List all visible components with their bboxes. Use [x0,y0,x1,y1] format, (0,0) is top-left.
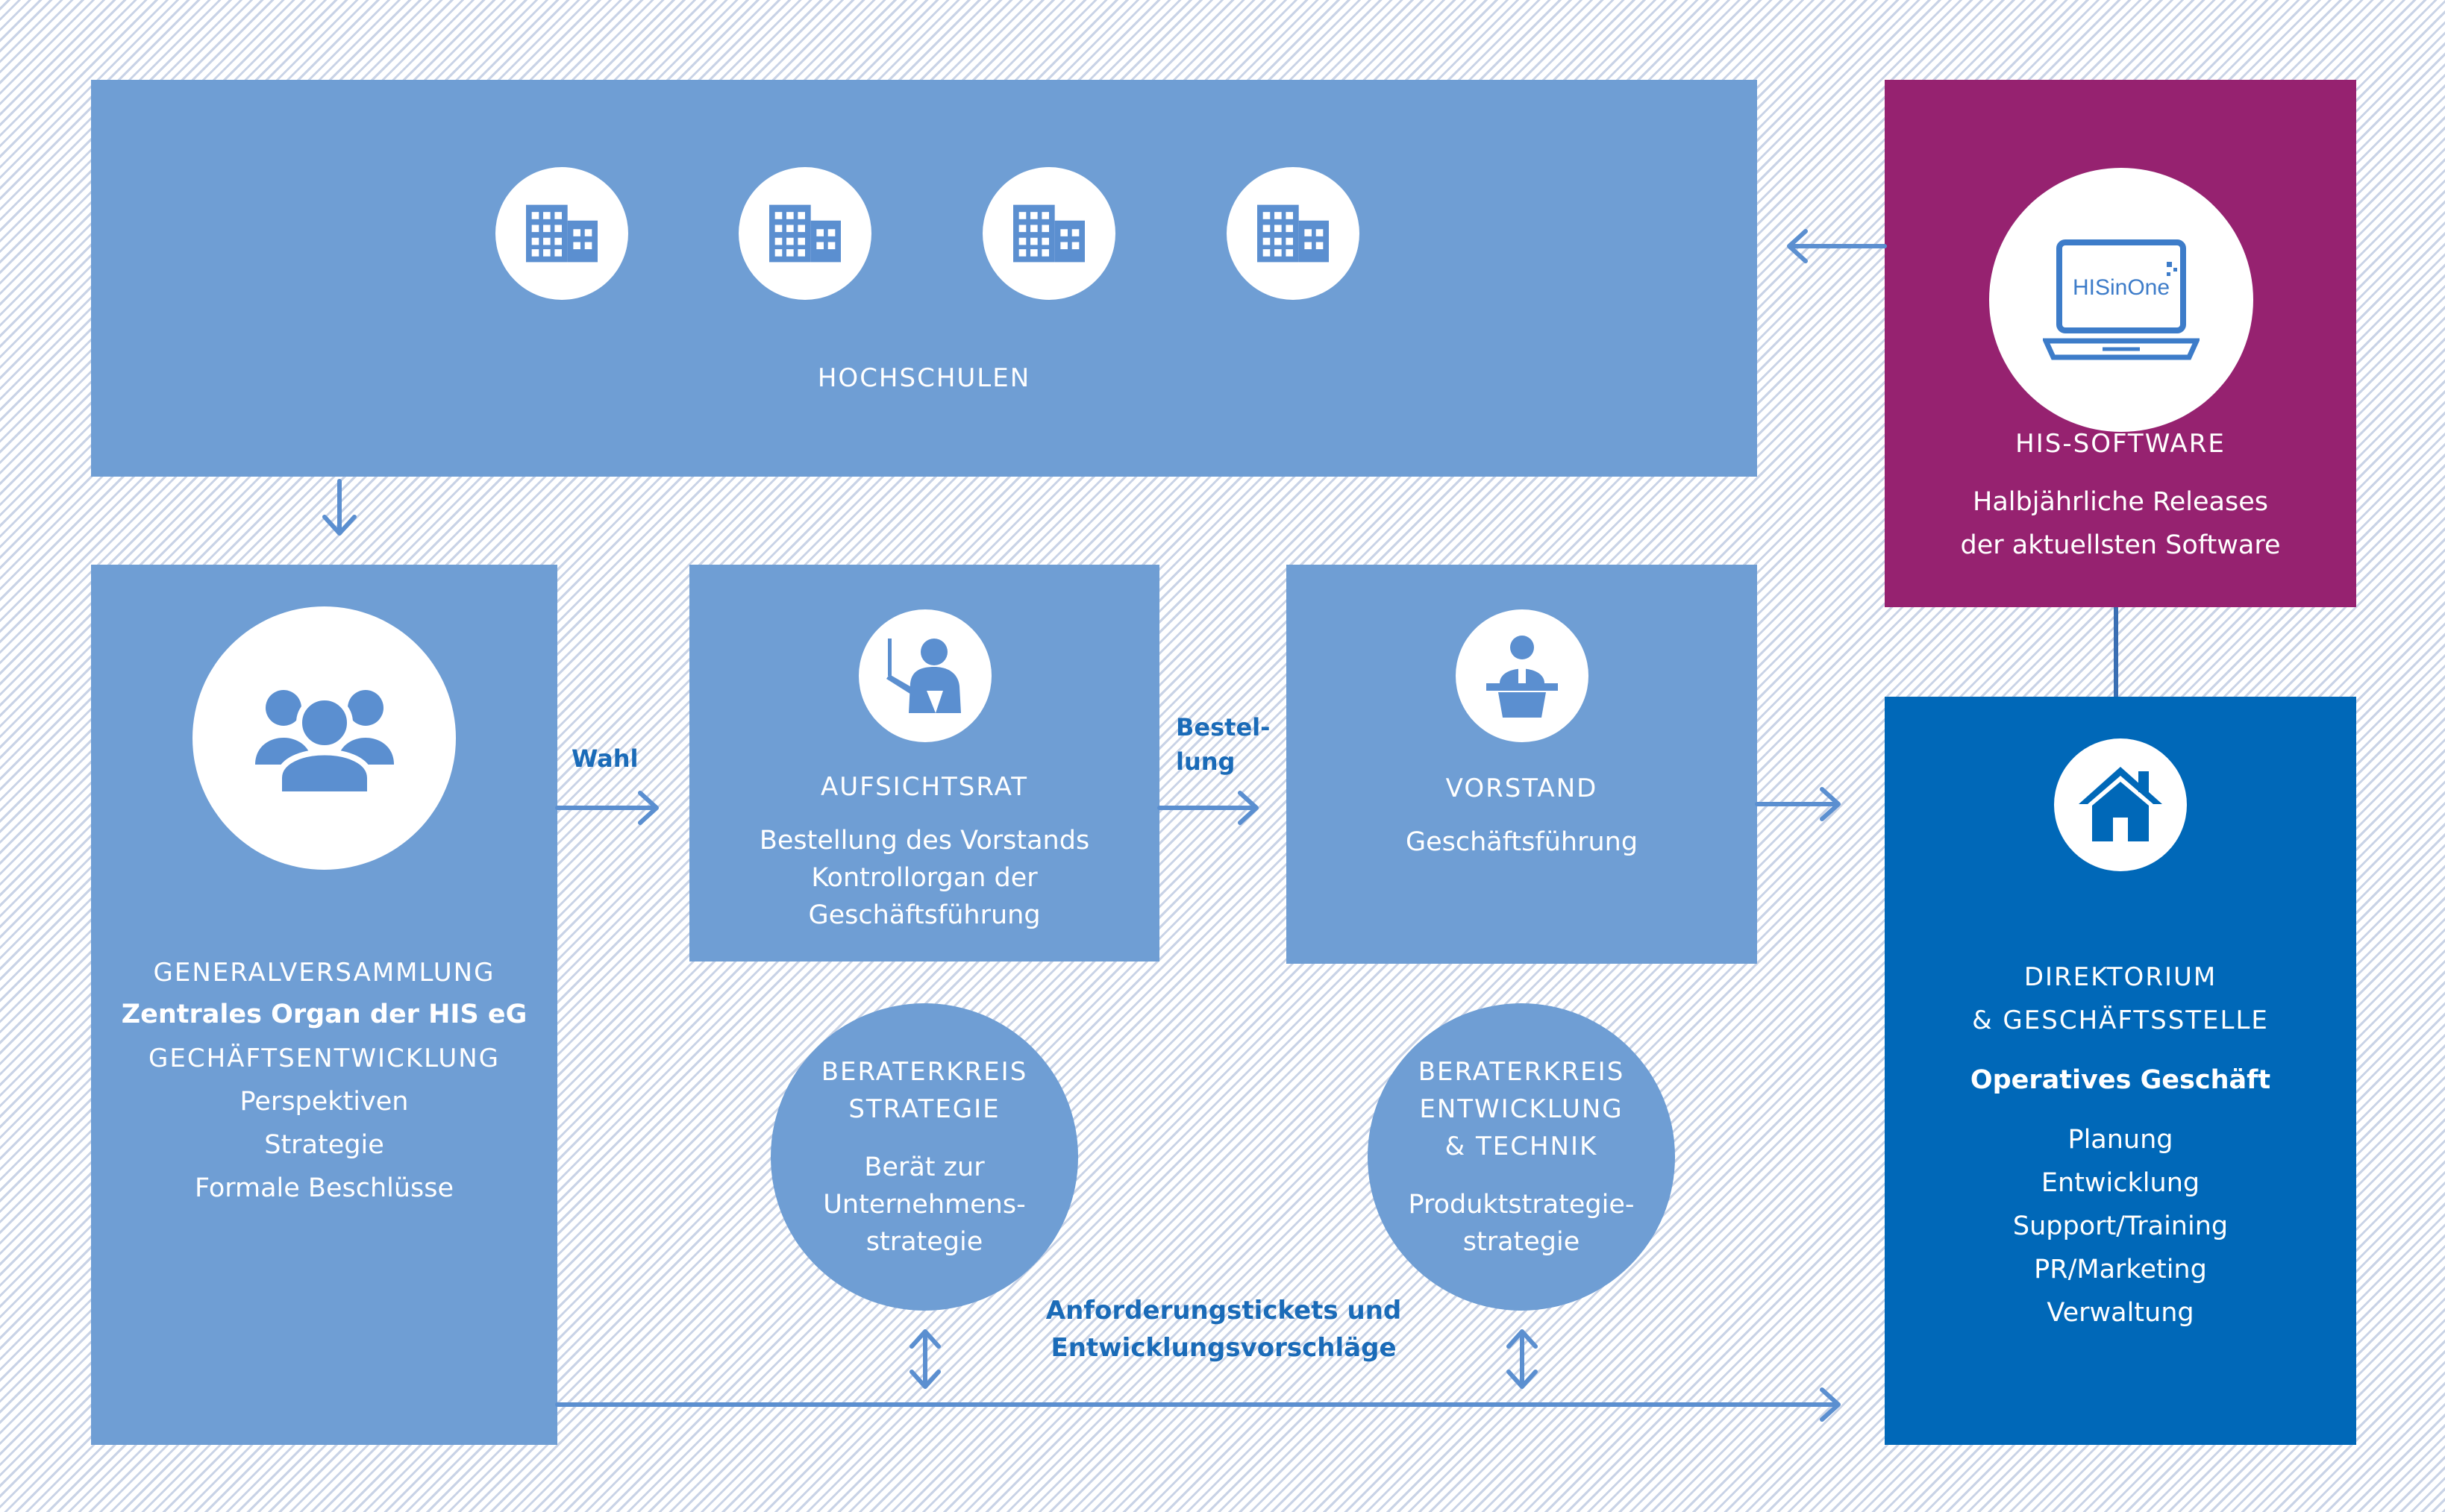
aufsichtsrat-line: Kontrollorgan der [811,863,1038,893]
building-icon [739,167,871,300]
generalversammlung-item: Strategie [264,1130,384,1160]
aufsichtsrat-line: Bestellung des Vorstands [759,826,1090,856]
arrowhead [1820,1387,1841,1422]
beraterkreis-strategie-line: Unternehmens- [823,1190,1026,1220]
his-software-box: HISinOne HIS-SOFTWARE Halbjährliche Rele… [1885,80,2356,607]
home-icon [2054,738,2187,871]
his-software-title: HIS-SOFTWARE [2015,429,2226,459]
svg-text:HISinOne: HISinOne [2073,275,2170,300]
arrowhead [322,515,357,536]
building-icon [983,167,1115,300]
beraterkreis-strategie-title: BERATERKREIS [821,1057,1028,1087]
generalversammlung-box: GENERALVERSAMMLUNG Zentrales Organ der H… [91,565,557,1445]
aufsichtsrat-title: AUFSICHTSRAT [820,772,1028,802]
arrowhead [1820,787,1841,821]
building-icon [495,167,628,300]
direktorium-title: DIREKTORIUM [2023,962,2217,992]
beraterkreis-technik-title: & TECHNIK [1444,1132,1598,1161]
direktorium-item: PR/Marketing [2034,1255,2207,1284]
beraterkreis-strategie-title: STRATEGIE [848,1094,1001,1124]
hochschulen-title: HOCHSCHULEN [817,363,1031,393]
beraterkreis-technik-line: Produktstrategie- [1408,1190,1635,1220]
bestellung-label: lung [1176,747,1236,776]
beraterkreis-strategie-line: strategie [865,1227,983,1257]
direktorium-item: Entwicklung [2041,1168,2200,1198]
direktorium-subtitle: Operatives Geschäft [1970,1065,2271,1095]
geschaeftsstelle-title: & GESCHÄFTSSTELLE [1972,1006,2269,1035]
generalversammlung-item: Perspektiven [240,1087,409,1117]
presenter-icon [859,609,992,742]
arrowhead [1506,1329,1538,1349]
arrowhead [910,1370,941,1389]
hochschulen-box: HOCHSCHULEN [91,80,1757,477]
generalversammlung-title: GENERALVERSAMMLUNG [153,958,495,988]
beraterkreis-strategie-line: Berät zur [864,1152,985,1182]
arrowhead [1238,791,1259,825]
group-icon [192,606,456,870]
vorstand-box: VORSTAND Geschäftsführung [1286,565,1757,964]
arrowhead [1787,229,1808,263]
wahl-label: Wahl [572,744,639,773]
beraterkreis-technik-line: strategie [1462,1227,1580,1257]
direktorium-item: Support/Training [2012,1211,2229,1241]
his-software-line2: der aktuellsten Software [1960,530,2281,560]
arrowhead [638,791,659,825]
his-software-line1: Halbjährliche Releases [1973,487,2268,517]
bestellung-label: Bestel- [1176,713,1271,741]
beraterkreis-technik-circle: BERATERKREIS ENTWICKLUNG & TECHNIK Produ… [1368,1003,1675,1311]
vorstand-line: Geschäftsführung [1405,827,1638,857]
speaker-podium-icon [1456,609,1588,742]
aufsichtsrat-box: AUFSICHTSRAT Bestellung des Vorstands Ko… [689,565,1159,962]
generalversammlung-item: Formale Beschlüsse [194,1173,454,1203]
direktorium-item: Verwaltung [2047,1298,2194,1328]
arrowhead [910,1329,941,1349]
vorstand-title: VORSTAND [1445,774,1598,803]
tickets-label: Anforderungstickets und [1045,1296,1402,1326]
tickets-label: Entwicklungsvorschläge [1051,1333,1397,1363]
arrowhead [1506,1370,1538,1389]
aufsichtsrat-line: Geschäftsführung [808,900,1041,930]
geschaeftsentwicklung-title: GECHÄFTSENTWICKLUNG [148,1044,500,1073]
beraterkreis-technik-title: ENTWICKLUNG [1419,1094,1624,1124]
beraterkreis-technik-title: BERATERKREIS [1418,1057,1625,1087]
direktorium-box: DIREKTORIUM & GESCHÄFTSSTELLE Operatives… [1885,697,2356,1445]
building-icon [1227,167,1359,300]
generalversammlung-subtitle: Zentrales Organ der HIS eG [121,1000,527,1029]
beraterkreis-strategie-circle: BERATERKREIS STRATEGIE Berät zur Unterne… [771,1003,1078,1311]
direktorium-item: Planung [2067,1125,2173,1155]
laptop-icon: HISinOne [1989,168,2253,432]
